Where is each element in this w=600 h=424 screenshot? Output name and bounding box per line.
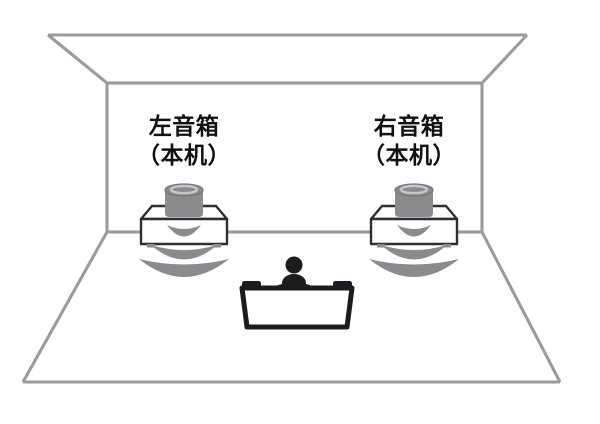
listener-head [285, 256, 303, 274]
sound-waves-icon [369, 225, 459, 277]
left-speaker-label-line1: 左音箱 [148, 113, 220, 139]
right-speaker-label-line1: 右音箱 [373, 113, 445, 139]
ceiling-corner-edges [47, 33, 529, 85]
left-speaker-label-line2: （本机） [137, 142, 231, 168]
speaker-ring-icon [399, 184, 429, 195]
sound-wave [139, 259, 229, 277]
stand-foot [147, 244, 155, 248]
back-wall [105, 81, 484, 234]
sound-waves-icon [139, 225, 229, 277]
sofa-back [239, 285, 355, 330]
stand-foot [443, 244, 451, 248]
speaker-cylinder [165, 191, 203, 217]
sofa-armrest [242, 281, 261, 290]
stand-foot [213, 244, 221, 248]
floor-corner-edges [21, 231, 562, 383]
sound-wave [369, 259, 459, 277]
speaker-cylinder [395, 191, 433, 217]
sofa-icon [239, 281, 355, 330]
room-outline [21, 33, 562, 384]
sound-wave [167, 225, 201, 237]
sound-wave [397, 225, 431, 237]
right-speaker-icon [369, 183, 459, 277]
left-speaker-icon [139, 183, 229, 277]
speaker-ring-icon [169, 184, 199, 195]
stand-foot [377, 244, 385, 248]
sound-wave [151, 245, 217, 260]
sound-wave [381, 245, 447, 260]
right-speaker-label: 右音箱 （本机） [319, 112, 499, 170]
left-speaker-label: 左音箱 （本机） [94, 112, 274, 170]
right-speaker-label-line2: （本机） [362, 142, 456, 168]
sofa-armrest [333, 281, 352, 290]
